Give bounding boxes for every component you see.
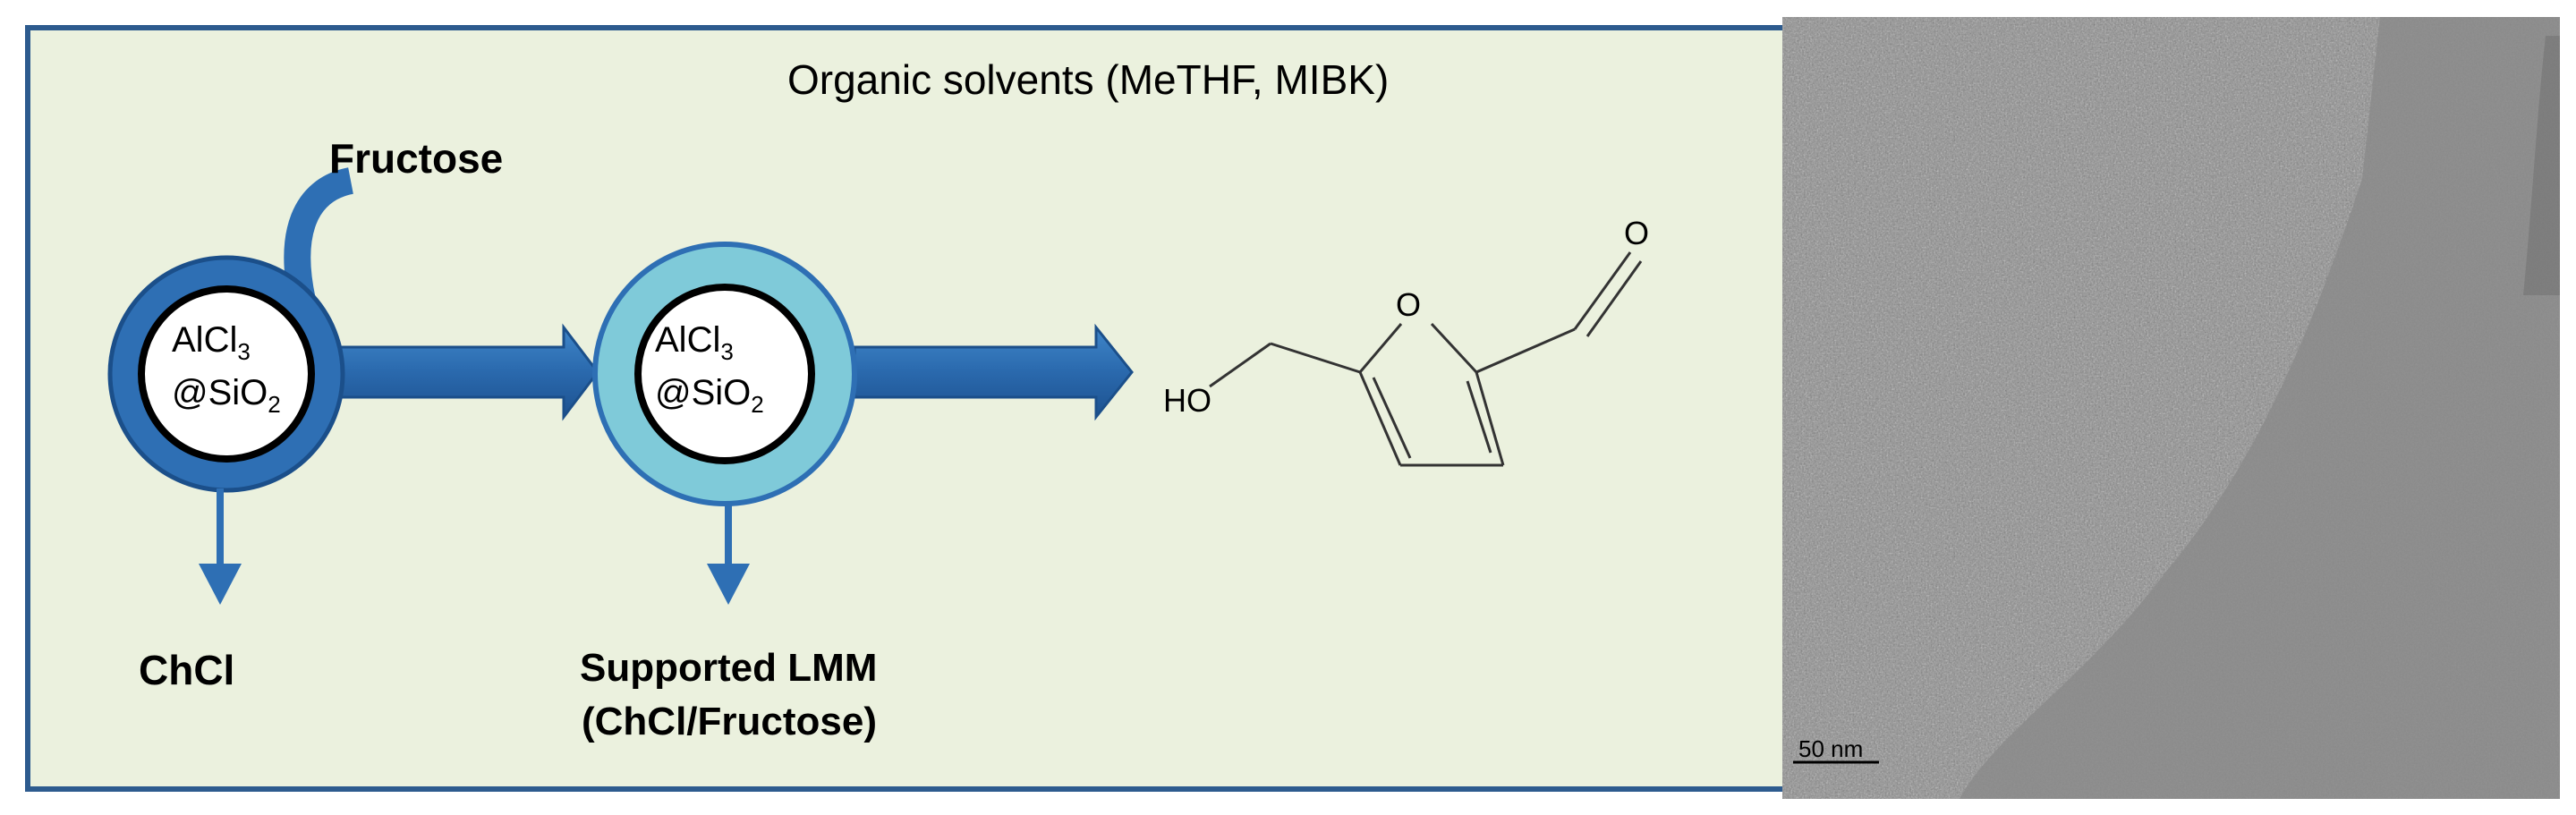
chcl-label: ChCl <box>139 647 235 693</box>
tem-micrograph-texture <box>1782 17 2560 799</box>
hmf-structure <box>1209 251 1643 467</box>
solvent-title: Organic solvents (MeTHF, MIBK) <box>787 56 1390 103</box>
process-arrow-1 <box>316 323 599 421</box>
scale-bar-label: 50 nm <box>1798 735 1864 762</box>
catalyst-label-2: AlCl3 @SiO2 <box>655 320 764 418</box>
chcl-fructose-label: (ChCl/Fructose) <box>582 700 877 743</box>
fructose-feed-curve <box>284 167 354 304</box>
ring-oxygen-label: O <box>1396 286 1422 323</box>
down-arrow-2 <box>707 503 750 605</box>
fructose-label: Fructose <box>329 135 504 182</box>
supported-lmm-label: Supported LMM <box>580 646 878 690</box>
down-arrow-1 <box>199 488 242 605</box>
catalyst-particle-1 <box>107 255 345 493</box>
aldehyde-oxygen-label: O <box>1624 215 1650 251</box>
hydroxyl-label: HO <box>1163 382 1211 419</box>
process-arrow-2 <box>853 323 1134 421</box>
catalyst-label-1: AlCl3 @SiO2 <box>172 320 281 418</box>
catalyst-particle-2 <box>592 242 857 506</box>
